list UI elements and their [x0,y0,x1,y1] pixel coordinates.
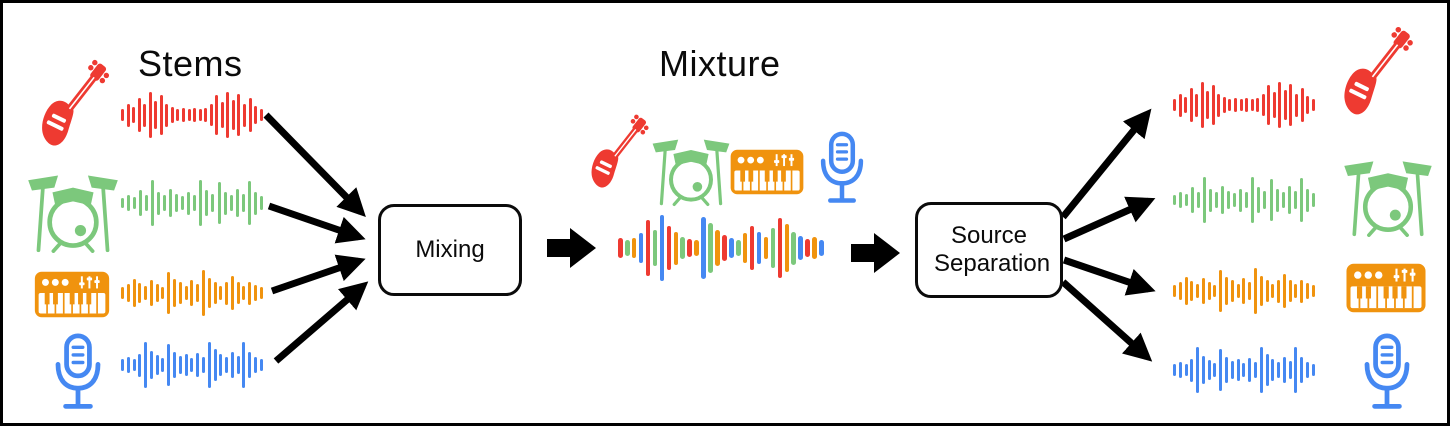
arrow-keys-to-mixing [270,254,366,295]
mixing-box: Mixing [378,204,522,296]
drums-stem-waveform [121,180,263,226]
microphone-icon [47,333,109,413]
keys-stem-waveform [121,270,263,316]
mixture-title: Mixture [659,43,781,84]
arrow-drums-to-mixing [267,202,366,244]
arrow-sep-to-bass [1060,108,1152,220]
microphone-icon [815,131,869,207]
bass-stem-waveform [121,92,263,138]
mixing-box-label: Mixing [415,235,485,263]
microphone-icon [1357,333,1417,413]
arrow-sep-to-keys [1062,256,1156,296]
separated-drums-waveform [1173,177,1315,223]
source-separation-box-label: Source Separation [934,221,1051,277]
drum-kit-icon [651,131,731,209]
vocals-stem-waveform [121,342,263,388]
bass-guitar-icon [1327,17,1423,129]
drum-kit-icon [1341,155,1435,237]
drum-kit-icon [23,169,123,253]
separated-keys-waveform [1173,268,1315,314]
source-separation-box: Source Separation [915,202,1063,298]
synthesizer-icon [1345,263,1427,313]
bass-guitar-icon [25,51,119,159]
arrow-mixture-to-sep [851,233,900,273]
arrow-vocals-to-mixing [273,281,369,364]
arrow-sep-to-vocals [1060,279,1153,362]
stems-title: Stems [138,43,243,84]
mixture-waveform [618,215,824,281]
arrow-bass-to-mixing [263,112,366,218]
synthesizer-icon [33,271,111,318]
bass-guitar-icon [577,101,657,205]
separated-vocals-waveform [1173,347,1315,393]
arrow-sep-to-drums [1062,196,1156,243]
arrow-mixing-to-mixture [547,228,596,268]
separated-bass-waveform [1173,82,1315,128]
synthesizer-icon [729,149,805,195]
